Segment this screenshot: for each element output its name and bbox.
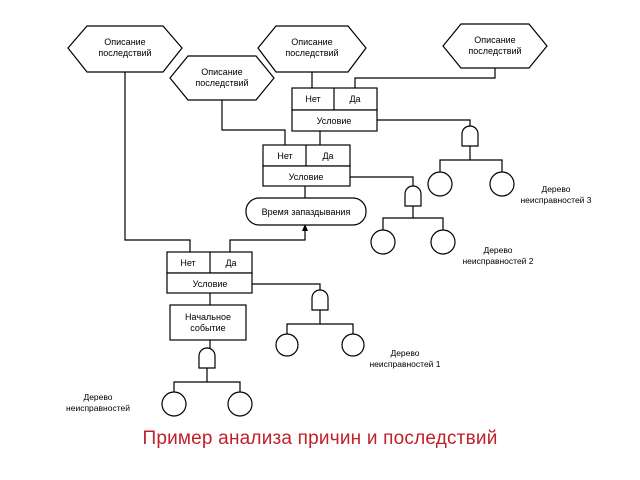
link-block3-gate1	[252, 283, 321, 292]
gate3-left-out	[439, 146, 471, 172]
link-block3-yes-delay	[229, 228, 306, 252]
condition-block-2: Нет Да Условие	[262, 144, 351, 187]
and-gate-2-icon	[404, 185, 422, 207]
condition-block-3: Нет Да Условие	[166, 251, 253, 294]
and-gate-0-icon	[198, 347, 216, 369]
fault2-event-left	[370, 229, 396, 255]
connector-lines	[124, 68, 503, 392]
fault1-event-right	[341, 333, 365, 357]
fault2-event-right	[430, 229, 456, 255]
and-gate-3-icon	[461, 125, 479, 147]
block1-no-label: Нет	[305, 94, 320, 104]
fault1-event-left	[275, 333, 299, 357]
gate1-right-out	[320, 323, 354, 334]
gate0-right-out	[207, 381, 241, 392]
fault3-event-left	[427, 171, 453, 197]
block3-no-label: Нет	[180, 258, 195, 268]
fault0-event-right	[227, 391, 253, 417]
and-gate-1-icon	[311, 289, 329, 311]
diagram-caption: Пример анализа причин и последствий	[142, 428, 498, 449]
gate3-right-out	[470, 159, 503, 172]
block2-condition-label: Условие	[289, 172, 324, 182]
gate2-right-out	[413, 217, 444, 230]
link-block2-gate2	[350, 176, 414, 188]
link-hex2-block2-no	[221, 100, 286, 145]
block3-yes-label: Да	[225, 258, 236, 268]
block1-condition-label: Условие	[317, 116, 352, 126]
link-block1-gate3	[377, 119, 471, 128]
fault3-event-right	[489, 171, 515, 197]
block3-condition-label: Условие	[193, 279, 228, 289]
block2-no-label: Нет	[277, 151, 292, 161]
arrow-to-delay	[302, 224, 308, 231]
link-hex4-block1-yes	[354, 68, 496, 88]
gate0-left-out	[173, 368, 208, 392]
condition-block-1: Нет Да Условие	[291, 87, 378, 132]
gate2-left-out	[382, 206, 414, 230]
block2-yes-label: Да	[322, 151, 333, 161]
delay-time-node: Время запаздывания	[245, 197, 367, 226]
block1-yes-label: Да	[349, 94, 360, 104]
delay-time-label: Время запаздывания	[262, 207, 351, 217]
link-hex1-block3-no	[124, 72, 191, 252]
gate1-left-out	[286, 310, 321, 334]
fault0-event-left	[161, 391, 187, 417]
